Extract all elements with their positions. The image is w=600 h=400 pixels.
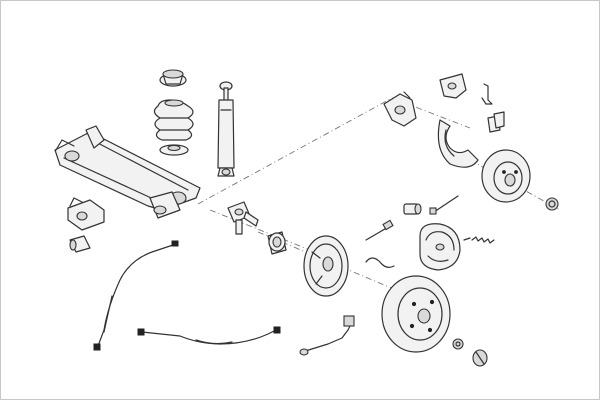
wheel-cylinder	[403, 203, 422, 215]
spring-seat-top	[159, 69, 187, 87]
pad-clip	[481, 83, 493, 105]
grease-cap	[472, 349, 488, 367]
caliper-carrier	[383, 91, 417, 127]
brake-disc	[481, 149, 531, 203]
brake-backing-plate	[303, 235, 349, 297]
handbrake-cable-left	[93, 240, 179, 351]
shock-absorber	[217, 81, 235, 177]
spring-seat-bottom	[159, 144, 189, 156]
axle-bushing	[69, 235, 91, 253]
coil-spring-bellows	[153, 99, 194, 141]
stub-axle	[227, 201, 259, 235]
brake-shoe-set	[419, 223, 461, 271]
shoe-adjuster	[365, 219, 394, 241]
brake-pipe-long	[299, 315, 355, 356]
brake-pad-set	[487, 111, 505, 133]
axle-bracket	[67, 197, 105, 231]
brake-hose	[429, 195, 459, 215]
axle-beam	[54, 125, 201, 219]
wheel-bearing	[267, 231, 287, 255]
axle-nut	[452, 338, 464, 350]
dust-shield	[437, 119, 479, 168]
shoe-spring	[463, 236, 495, 244]
brake-caliper	[439, 73, 467, 99]
handbrake-cable-right	[137, 326, 281, 345]
hub-cap	[545, 197, 559, 211]
brake-pipe-short	[365, 257, 395, 268]
brake-drum	[381, 275, 451, 353]
